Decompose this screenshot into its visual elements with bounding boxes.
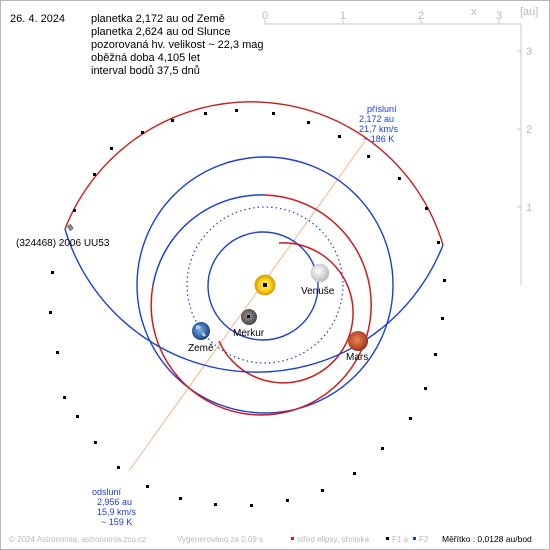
sun — [254, 274, 276, 296]
asteroid-orbit-far-segment — [64, 228, 444, 373]
asteroid-marker — [66, 223, 74, 231]
legend-f1-label: F1 a — [392, 535, 409, 544]
perihelion-title: přísluní — [367, 104, 397, 114]
x-axis: 0 1 2 3 x [au] — [262, 6, 538, 25]
legend-center-swatch — [291, 537, 294, 540]
mars-orbit-far-segment — [152, 194, 266, 286]
venus-label: Venuše — [301, 286, 335, 297]
aphelion-distance: 2,956 au — [97, 497, 132, 507]
mercury-label: Merkur — [233, 328, 265, 339]
perihelion-temp: ~ 186 K — [363, 134, 394, 144]
y-axis: 3 2 1 — [517, 24, 532, 285]
aphelion-speed: 15,9 km/s — [97, 507, 137, 517]
earth-label: Země — [188, 343, 214, 354]
apsis-line — [128, 140, 366, 472]
perihelion-distance: 2,172 au — [359, 114, 394, 124]
legend-center-label: střed elipsy, ohniska — [297, 535, 369, 544]
date-label: 26. 4. 2024 — [10, 13, 66, 25]
asteroid-label: (324468) 2006 UU53 — [16, 238, 110, 249]
info-block: planetka 2,172 au od Země planetka 2,624… — [91, 13, 264, 78]
earth-orbit — [136, 156, 394, 414]
asteroid-orbit-near-segment — [64, 101, 444, 246]
axis-unit-label: [au] — [520, 6, 538, 18]
x-tick-label: 0 — [262, 10, 268, 22]
aphelion-title: odsluní — [92, 487, 122, 497]
footer: © 2024 Astronomia, astronomia.zcu.cz Vyg… — [9, 534, 532, 544]
scale-label: Měřítko : 0,0128 au/bod — [442, 534, 532, 544]
info-magnitude: pozorovaná hv. velikost ~ 22,3 mag — [91, 39, 264, 51]
info-interval: interval bodů 37,5 dnů — [91, 65, 200, 77]
earth-planet — [192, 322, 210, 340]
mercury-planet — [241, 309, 257, 325]
venus-planet — [310, 263, 330, 283]
generated-text: Vygenerováno za 0,09 s — [177, 535, 263, 544]
perihelion-info: přísluní 2,172 au 21,7 km/s ~ 186 K — [359, 104, 399, 144]
legend-f2-swatch — [413, 537, 416, 540]
x-tick-label: 1 — [340, 10, 346, 22]
perihelion-speed: 21,7 km/s — [359, 124, 399, 134]
aphelion-info: odsluní 2,956 au 15,9 km/s ~ 159 K — [92, 487, 137, 527]
aphelion-temp: ~ 159 K — [101, 517, 132, 527]
legend-f1-swatch — [386, 537, 389, 540]
info-distance-earth: planetka 2,172 au od Země — [91, 13, 225, 25]
info-period: oběžná doba 4,105 let — [91, 52, 200, 64]
venus-orbit — [186, 206, 344, 364]
mars-orbit-near-segment — [150, 194, 372, 416]
y-tick-label: 2 — [526, 124, 532, 136]
x-tick-label: 2 — [418, 10, 424, 22]
legend-f2-label: F2 — [419, 535, 429, 544]
x-axis-label: x — [471, 6, 477, 18]
copyright-text: © 2024 Astronomia, astronomia.zcu.cz — [9, 535, 146, 544]
mars-label: Mars — [346, 352, 368, 363]
y-tick-label: 3 — [526, 46, 532, 58]
mars-inner-arc — [218, 242, 354, 384]
asteroid-orbit-markers — [49, 109, 446, 507]
x-tick-label: 3 — [496, 10, 502, 22]
info-distance-sun: planetka 2,624 au od Slunce — [91, 26, 231, 38]
mars-planet — [348, 331, 368, 351]
mercury-orbit — [207, 231, 319, 341]
y-tick-label: 1 — [526, 202, 532, 214]
